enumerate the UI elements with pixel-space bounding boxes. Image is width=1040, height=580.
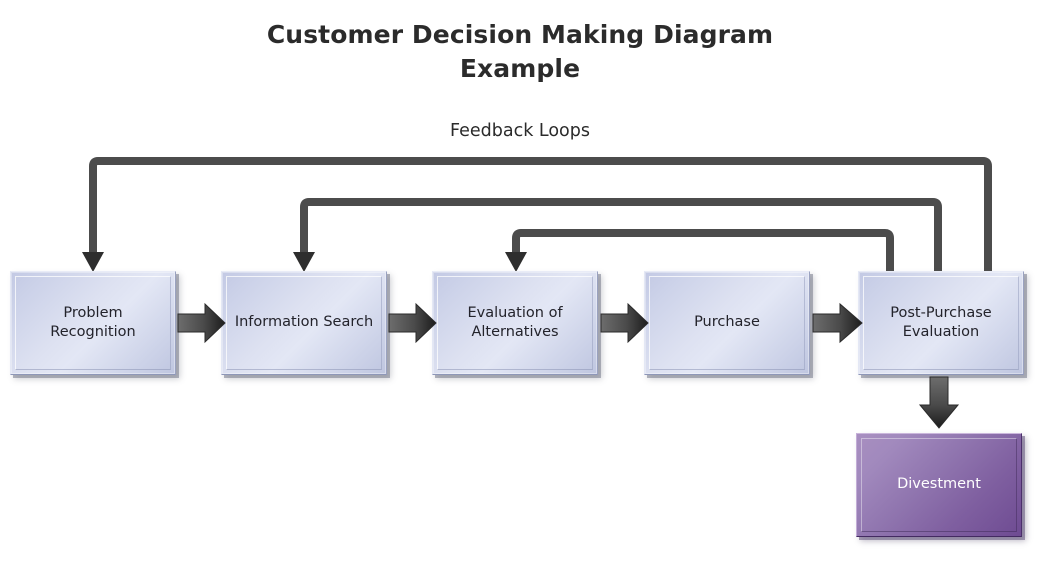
arrowhead bbox=[505, 252, 527, 272]
arrowhead bbox=[82, 252, 104, 272]
stage-box-evaluation-of-alternatives[interactable]: Evaluation of Alternatives bbox=[432, 271, 598, 375]
feedback-loop-to-information-search bbox=[293, 198, 942, 272]
title-line-1: Customer Decision Making Diagram bbox=[266, 20, 774, 49]
stage-label: Information Search bbox=[234, 314, 374, 331]
title-line-2: Example bbox=[459, 53, 581, 83]
stage-label: Evaluation of Alternatives bbox=[467, 304, 563, 340]
flow-arrow-evaluation-of-alternatives-to-purchase bbox=[600, 302, 649, 344]
feedback-loop-to-problem-recognition bbox=[82, 157, 992, 272]
page-title: Customer Decision Making Diagram Example bbox=[0, 18, 1040, 86]
stage-box-information-search[interactable]: Information Search bbox=[221, 271, 387, 375]
flow-arrow-post-purchase-evaluation-to-divestment bbox=[918, 376, 960, 429]
stage-label: Divestment bbox=[897, 476, 981, 493]
stage-label: Purchase bbox=[694, 314, 760, 331]
stage-box-purchase[interactable]: Purchase bbox=[644, 271, 810, 375]
flow-arrow-problem-recognition-to-information-search bbox=[177, 302, 226, 344]
stage-label: Problem Recognition bbox=[50, 304, 136, 340]
stage-box-problem-recognition[interactable]: Problem Recognition bbox=[10, 271, 176, 375]
flow-arrow-information-search-to-evaluation-of-alternatives bbox=[388, 302, 437, 344]
arrowhead bbox=[293, 252, 315, 272]
feedback-loop-to-evaluation-of-alternatives bbox=[505, 229, 894, 272]
feedback-loops-label: Feedback Loops bbox=[450, 121, 590, 141]
stage-box-divestment[interactable]: Divestment bbox=[856, 433, 1022, 537]
stage-label: Post-Purchase Evaluation bbox=[890, 304, 992, 340]
flow-arrow-purchase-to-post-purchase-evaluation bbox=[812, 302, 863, 344]
